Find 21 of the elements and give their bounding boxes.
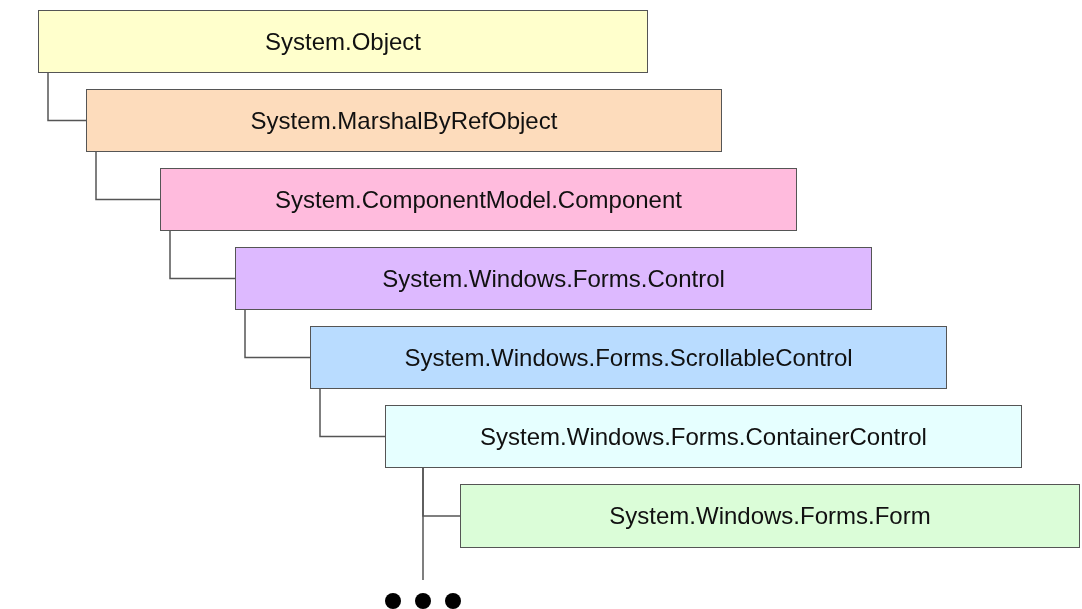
class-name: System.Object (264, 27, 421, 56)
connector-line (244, 309, 311, 359)
class-name: System.Windows.Forms.ContainerControl (480, 422, 927, 451)
class-box (460, 484, 1080, 548)
class-box (235, 247, 872, 310)
class-box (385, 405, 1022, 468)
class-box (160, 168, 797, 231)
connector-line (47, 72, 87, 122)
connector-line (319, 388, 386, 438)
class-name: System.MarshalByRefObject (250, 106, 558, 135)
class-box (38, 10, 648, 73)
ellipsis-dots (384, 592, 462, 609)
connector-line (169, 230, 236, 280)
class-name: System.Windows.Forms.ScrollableControl (404, 343, 853, 372)
class-box (86, 89, 722, 152)
class-name: System.ComponentModel.Component (275, 185, 682, 214)
class-name: System.Windows.Forms.Control (382, 264, 725, 293)
connector-line (95, 151, 161, 201)
class-name: System.Windows.Forms.Form (609, 502, 931, 530)
connector-line (422, 467, 424, 581)
class-box (310, 326, 947, 389)
